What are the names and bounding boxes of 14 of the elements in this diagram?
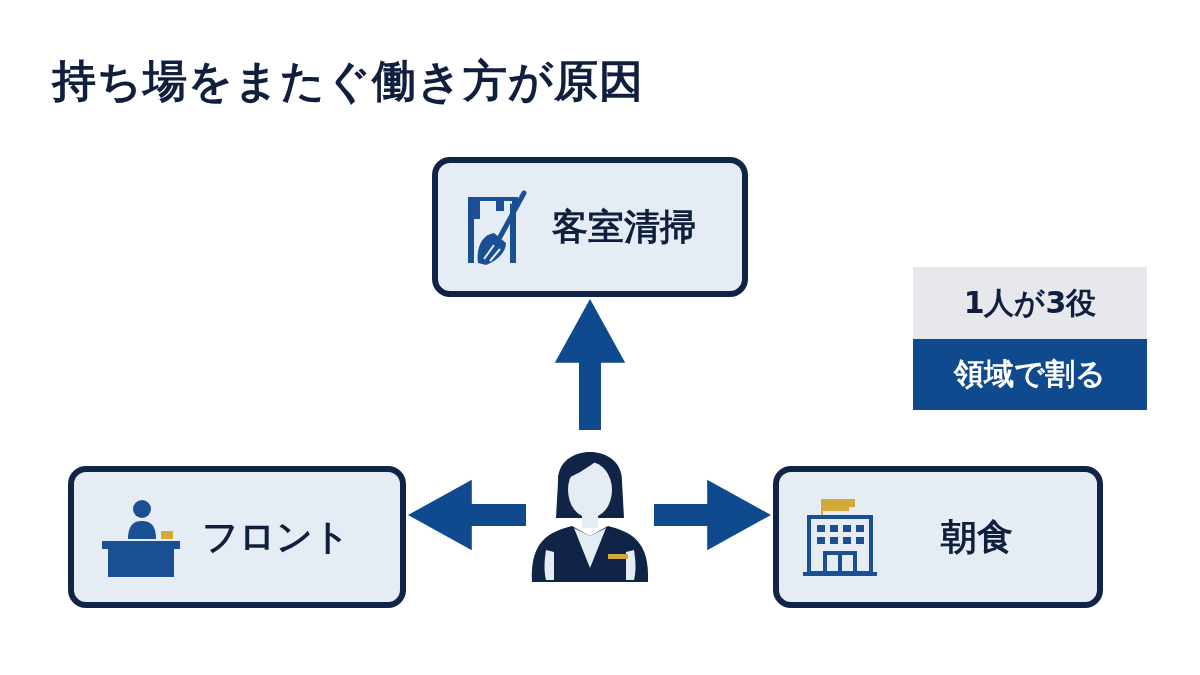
task-label: 朝食 [941, 514, 1013, 559]
label-badge [913, 267, 1147, 339]
title: 持ち場をまたぐ働き方が原因 [52, 54, 644, 108]
task-box [773, 466, 1103, 608]
task-label: フロント [202, 514, 350, 559]
task-box [68, 466, 406, 608]
arrow [654, 479, 771, 551]
task-box [432, 157, 748, 297]
badge-text: 1人が3役 [963, 283, 1097, 322]
label-badge [913, 339, 1147, 410]
arrow [408, 479, 526, 551]
arrow [554, 299, 626, 430]
badge-text: 領域で割る [954, 355, 1106, 393]
task-label: 客室清掃 [552, 204, 696, 249]
